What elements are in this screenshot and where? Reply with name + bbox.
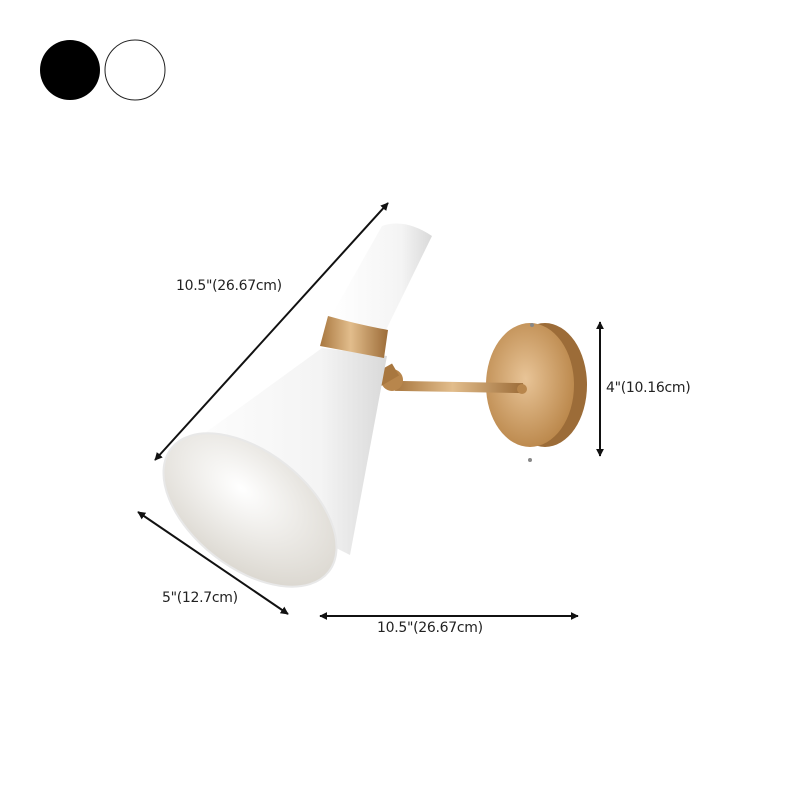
backplate [486,323,587,462]
shade-length-label: 10.5"(26.67cm) [176,278,282,294]
swatch-white[interactable] [104,39,166,101]
backplate-height-label: 4"(10.16cm) [606,380,691,396]
projection-label: 10.5"(26.67cm) [377,620,483,636]
shade-diameter-arrow [137,511,289,615]
shade-length-arrow [154,202,389,461]
shade-diameter-label: 5"(12.7cm) [162,590,238,606]
swatch-black[interactable] [40,40,100,100]
